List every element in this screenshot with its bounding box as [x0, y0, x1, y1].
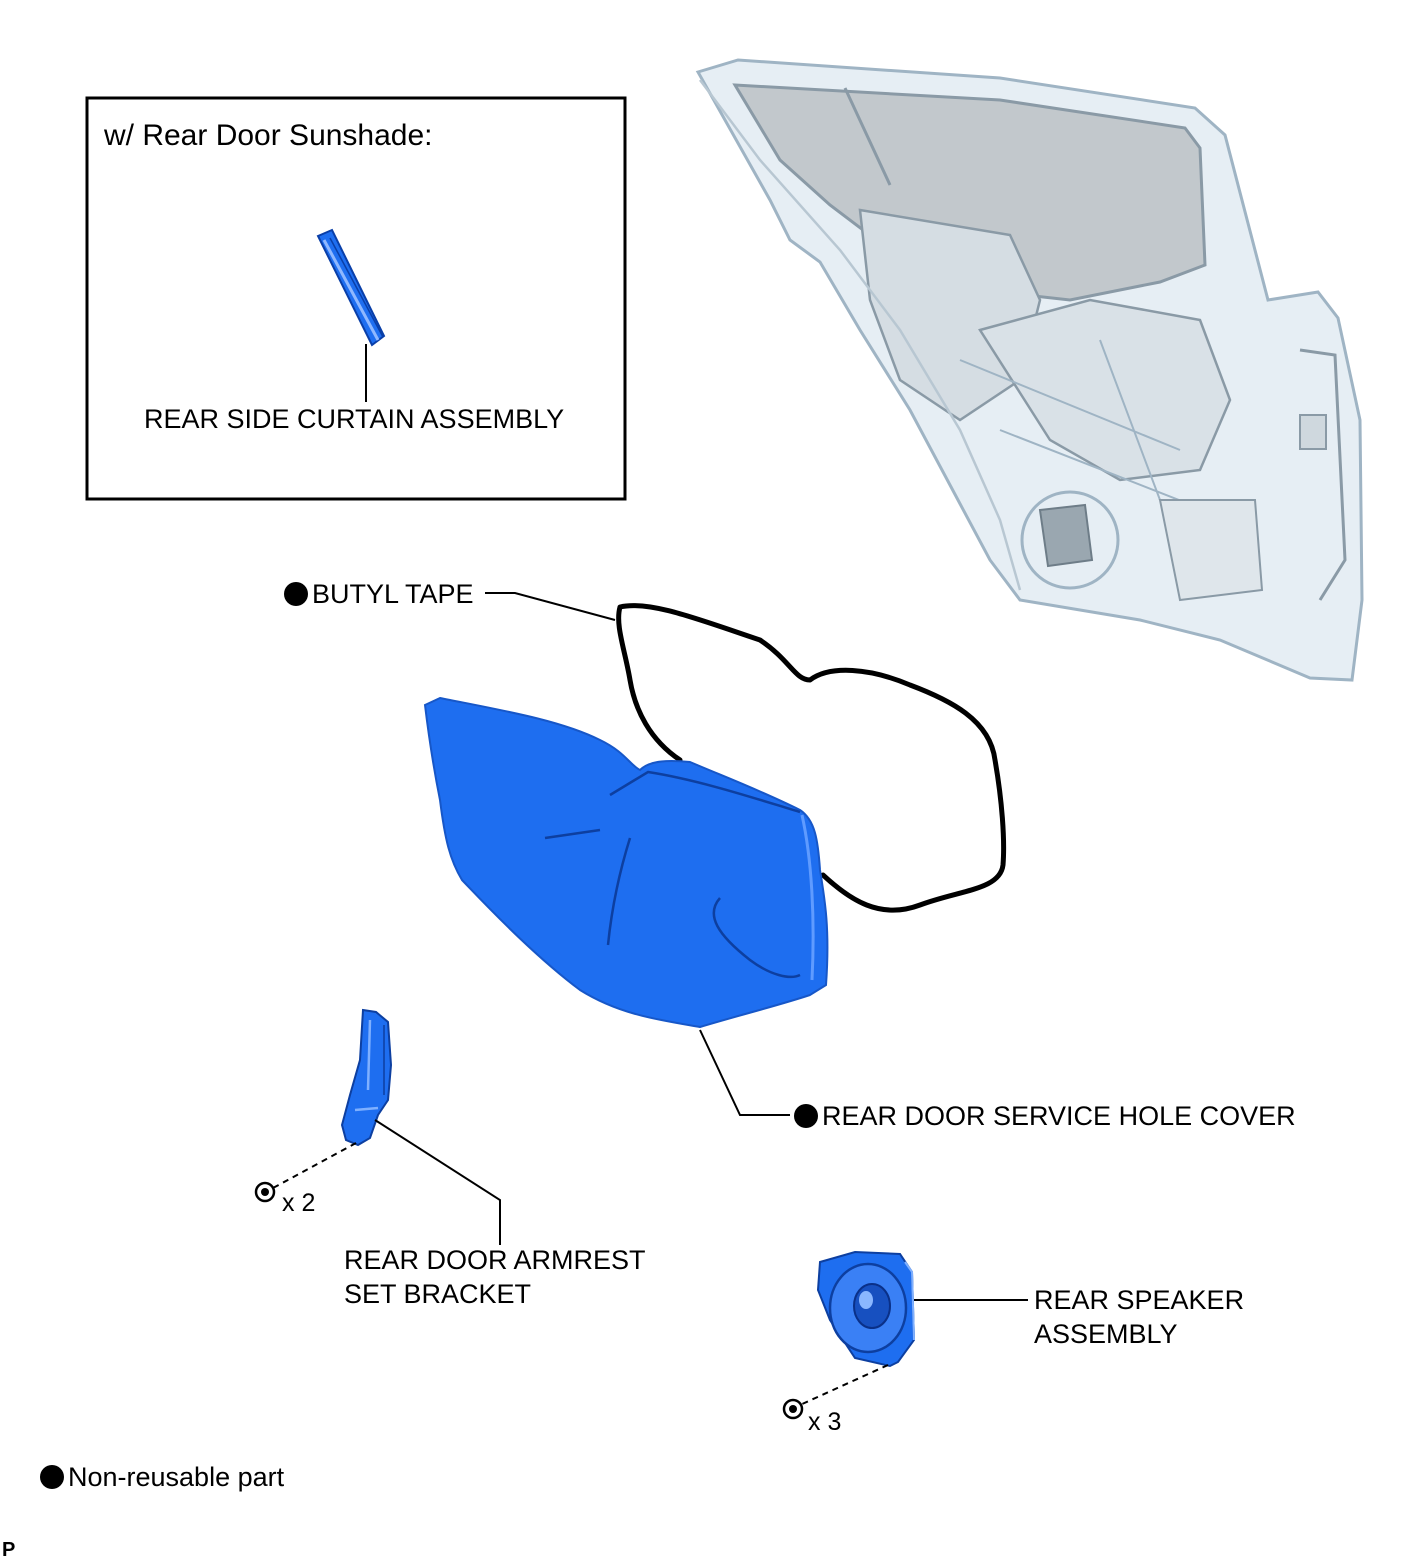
armrest-bracket-label-line1: REAR DOOR ARMREST — [344, 1245, 646, 1275]
speaker-bolt-dashed-line — [799, 1364, 889, 1406]
speaker-label-line2: ASSEMBLY — [1034, 1319, 1178, 1349]
speaker-bolt-quantity: x 3 — [808, 1408, 842, 1436]
non-reusable-marker-icon — [794, 1104, 818, 1128]
rear-door-panel — [695, 58, 1364, 682]
legend-non-reusable: Non-reusable part — [40, 1461, 284, 1493]
bracket-bolt-icon — [254, 1181, 276, 1203]
speaker-label-line1: REAR SPEAKER — [1034, 1285, 1245, 1315]
service-hole-cover-text: REAR DOOR SERVICE HOLE COVER — [822, 1101, 1296, 1131]
butyl-tape-loop — [616, 603, 1007, 913]
rear-door-service-hole-cover — [423, 696, 829, 1029]
butyl-tape-text: BUTYL TAPE — [312, 579, 474, 609]
inset-frame — [85, 96, 627, 501]
inset-title: w/ Rear Door Sunshade: — [104, 119, 433, 152]
bracket-bolt-quantity: x 2 — [282, 1189, 316, 1217]
service-hole-cover-leader — [699, 1029, 790, 1116]
legend-non-reusable-text: Non-reusable part — [68, 1462, 285, 1492]
non-reusable-marker-icon — [284, 582, 308, 606]
non-reusable-marker-icon — [40, 1465, 64, 1489]
butyl-tape-label: BUTYL TAPE — [284, 578, 474, 610]
armrest-bracket-label-line2: SET BRACKET — [344, 1279, 532, 1309]
butyl-tape-leader — [485, 592, 616, 621]
rear-side-curtain-assembly — [316, 228, 386, 347]
rear-speaker-assembly — [816, 1250, 916, 1368]
rear-door-armrest-set-bracket — [340, 1008, 393, 1147]
corner-mark: P — [2, 1539, 16, 1559]
service-hole-cover-label: REAR DOOR SERVICE HOLE COVER — [794, 1100, 1296, 1132]
bracket-bolt-dashed-line — [272, 1142, 357, 1189]
speaker-bolt-icon — [782, 1398, 804, 1420]
bracket-leader — [374, 1119, 501, 1245]
rear-side-curtain-label: REAR SIDE CURTAIN ASSEMBLY — [144, 404, 565, 434]
